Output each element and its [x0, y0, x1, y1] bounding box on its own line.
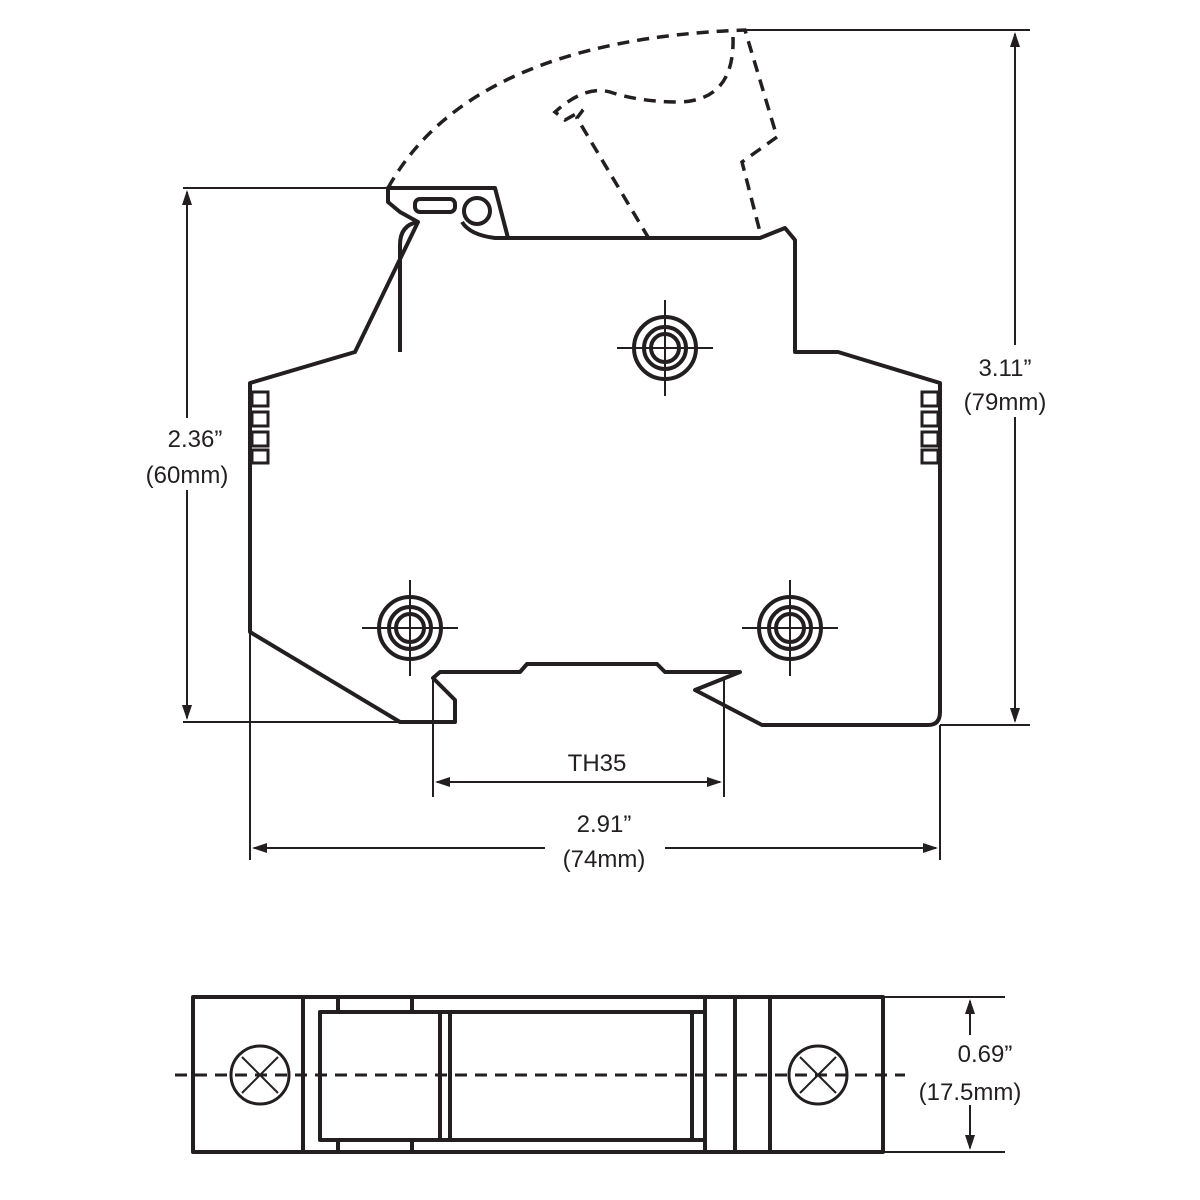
terminal-screw-right: [742, 580, 838, 676]
dimension-thickness: 0.69” (17.5mm): [883, 996, 1035, 1153]
dim-thickness-mm: (17.5mm): [919, 1079, 1022, 1106]
dim-width-mm: (74mm): [563, 846, 646, 873]
ribs-left: [250, 390, 270, 465]
dimension-height-total: 3.11” (79mm): [745, 29, 1065, 726]
terminal-screw-top: [617, 300, 713, 396]
latch-slot: [413, 197, 457, 214]
dimension-width: 2.91” (74mm): [249, 632, 941, 873]
body-outline: [248, 186, 942, 727]
top-view: [175, 995, 905, 1154]
open-handle-dashed: [552, 36, 735, 238]
open-cover-dashed: [386, 28, 780, 233]
dim-height-total-mm: (79mm): [964, 389, 1047, 416]
dimension-height-body: 2.36” (60mm): [130, 187, 400, 723]
dim-height-body-mm: (60mm): [146, 462, 229, 489]
dim-rail-label: TH35: [568, 750, 627, 777]
dimension-rail: TH35: [432, 678, 725, 797]
terminal-screw-left: [362, 580, 458, 676]
dim-height-body-inch: 2.36”: [168, 426, 223, 453]
ribs-right: [920, 390, 940, 465]
dim-width-inch: 2.91”: [577, 811, 632, 838]
latch-curve: [460, 220, 508, 240]
latch-pin: [462, 196, 492, 226]
side-view: [248, 28, 942, 727]
dim-height-total-inch: 3.11”: [979, 355, 1032, 382]
dim-thickness-inch: 0.69”: [958, 1041, 1013, 1068]
